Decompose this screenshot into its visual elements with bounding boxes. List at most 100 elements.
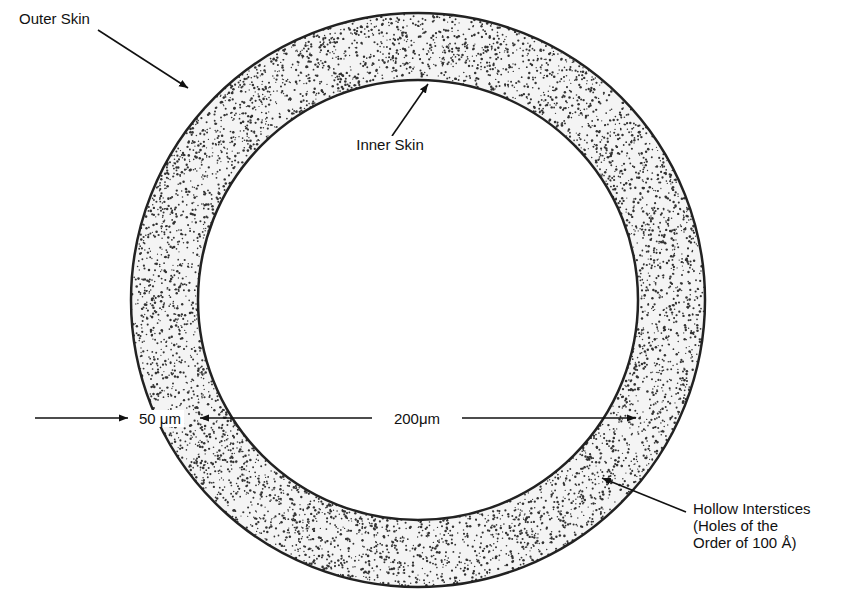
stipple-dot xyxy=(188,263,190,265)
stipple-dot xyxy=(279,501,280,502)
stipple-dot xyxy=(451,31,452,32)
stipple-dot xyxy=(273,489,274,490)
stipple-dot xyxy=(659,231,661,233)
stipple-dot xyxy=(528,59,530,61)
stipple-dot xyxy=(198,441,200,443)
stipple-dot xyxy=(686,237,688,239)
stipple-dot xyxy=(333,53,334,54)
stipple-dot xyxy=(641,207,642,208)
stipple-dot xyxy=(574,531,576,533)
stipple-dot xyxy=(483,49,485,51)
stipple-dot xyxy=(184,314,186,316)
stipple-dot xyxy=(160,178,162,180)
stipple-dot xyxy=(512,42,514,44)
stipple-dot xyxy=(584,455,586,457)
stipple-dot xyxy=(172,276,174,278)
stipple-dot xyxy=(643,294,646,297)
stipple-dot xyxy=(253,95,255,97)
stipple-dot xyxy=(186,341,187,342)
stipple-dot xyxy=(642,228,644,230)
stipple-dot xyxy=(400,30,401,31)
stipple-dot xyxy=(641,471,642,472)
stipple-dot xyxy=(586,103,588,105)
stipple-dot xyxy=(208,166,210,168)
stipple-dot xyxy=(273,90,274,91)
stipple-dot xyxy=(642,346,643,347)
stipple-dot xyxy=(351,520,352,521)
stipple-dot xyxy=(576,99,578,101)
stipple-dot xyxy=(262,98,265,101)
stipple-dot xyxy=(497,47,500,50)
stipple-dot xyxy=(464,573,466,575)
stipple-dot xyxy=(672,365,673,366)
stipple-dot xyxy=(449,534,451,536)
stipple-dot xyxy=(197,423,200,426)
stipple-dot xyxy=(246,492,248,494)
stipple-dot xyxy=(555,536,557,538)
stipple-dot xyxy=(684,228,687,231)
stipple-dot xyxy=(449,578,451,580)
stipple-dot xyxy=(594,144,595,145)
stipple-dot xyxy=(451,48,453,50)
stipple-dot xyxy=(641,289,643,291)
stipple-dot xyxy=(638,276,640,278)
stipple-dot xyxy=(615,116,617,118)
stipple-dot xyxy=(392,67,395,70)
stipple-dot xyxy=(492,518,494,520)
stipple-dot xyxy=(489,68,491,70)
stipple-dot xyxy=(270,521,272,523)
stipple-dot xyxy=(166,251,168,253)
stipple-dot xyxy=(149,256,151,258)
stipple-dot xyxy=(257,93,259,95)
stipple-dot xyxy=(644,421,645,422)
stipple-dot xyxy=(450,57,452,59)
stipple-dot xyxy=(207,176,208,177)
stipple-dot xyxy=(516,49,517,50)
stipple-dot xyxy=(293,503,296,506)
stipple-dot xyxy=(566,61,567,62)
stipple-dot xyxy=(252,497,254,499)
stipple-dot xyxy=(685,296,688,299)
stipple-dot xyxy=(350,32,352,34)
stipple-dot xyxy=(294,550,295,551)
stipple-dot xyxy=(231,117,233,119)
stipple-dot xyxy=(619,176,621,178)
stipple-dot xyxy=(477,64,479,66)
stipple-dot xyxy=(176,189,178,191)
stipple-dot xyxy=(161,269,162,270)
stipple-dot xyxy=(559,69,560,70)
stipple-dot xyxy=(645,132,647,134)
stipple-dot xyxy=(607,137,609,139)
stipple-dot xyxy=(321,539,323,541)
stipple-dot xyxy=(240,515,241,516)
stipple-dot xyxy=(672,314,673,315)
stipple-dot xyxy=(213,482,215,484)
stipple-dot xyxy=(246,106,247,107)
stipple-dot xyxy=(388,56,390,58)
stipple-dot xyxy=(207,473,209,475)
stipple-dot xyxy=(670,329,672,331)
stipple-dot xyxy=(567,116,569,118)
stipple-dot xyxy=(417,536,418,537)
stipple-dot xyxy=(306,526,307,527)
stipple-dot xyxy=(395,580,397,582)
stipple-dot xyxy=(381,527,383,529)
stipple-dot xyxy=(442,541,444,543)
stipple-dot xyxy=(504,50,505,51)
stipple-dot xyxy=(191,209,193,211)
stipple-dot xyxy=(214,111,216,113)
stipple-dot xyxy=(324,61,326,63)
stipple-dot xyxy=(619,206,621,208)
stipple-dot xyxy=(620,420,622,422)
stipple-dot xyxy=(599,153,601,155)
stipple-dot xyxy=(397,21,399,23)
stipple-dot xyxy=(673,207,675,209)
stipple-dot xyxy=(488,36,491,39)
stipple-dot xyxy=(256,458,257,459)
stipple-dot xyxy=(683,338,686,341)
stipple-dot xyxy=(452,66,454,68)
stipple-dot xyxy=(612,188,614,190)
stipple-dot xyxy=(686,207,688,209)
stipple-dot xyxy=(646,364,648,366)
stipple-dot xyxy=(413,15,415,17)
